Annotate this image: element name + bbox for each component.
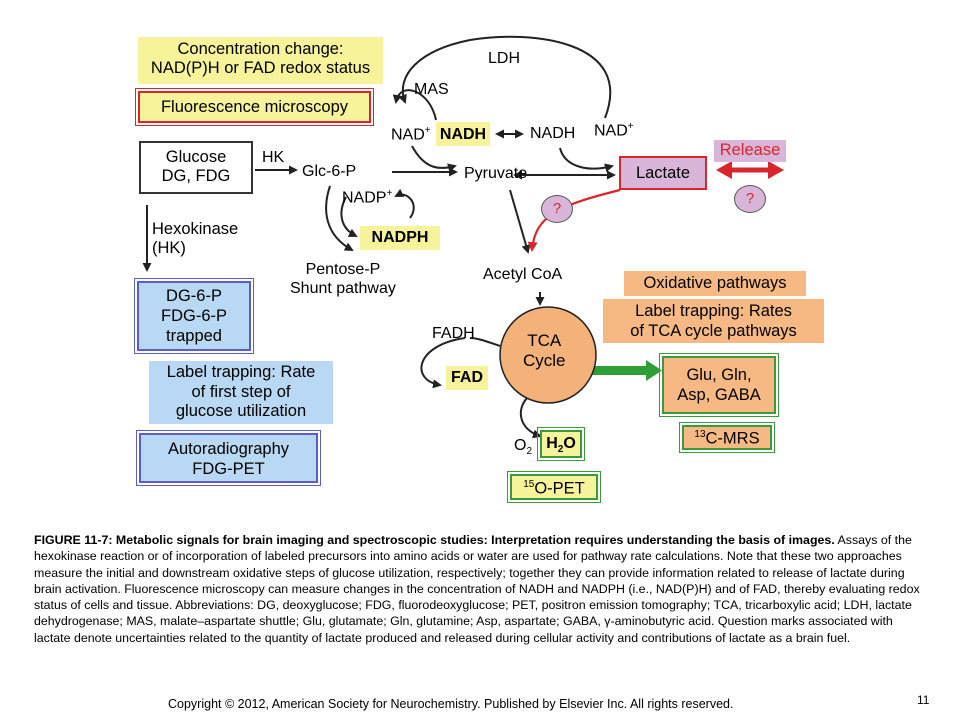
mas-label: MAS (414, 81, 449, 98)
fad-box: FAD (446, 366, 488, 390)
label-trapping-tca-box: Label trapping: Rates of TCA cycle pathw… (603, 299, 824, 343)
o2-label: O2 (514, 437, 533, 458)
nadp-to-nadph-arrow (340, 196, 358, 237)
nadh-right-curl (559, 147, 614, 173)
nadp-plus-label: NADP+ (342, 188, 393, 207)
pentose-shunt-label: Pentose-P Shunt pathway (290, 261, 396, 297)
glc6p-label: Glc-6-P (302, 163, 357, 180)
dg6p-trapped-box: DG-6-P FDG-6-P trapped (134, 278, 254, 354)
c13-mrs-box: 13C-MRS (679, 422, 775, 453)
caption-body: Assays of the hexokinase reaction or of … (34, 533, 920, 645)
nadph-curl-arrow (394, 188, 415, 219)
glu-gln-box: Glu, Gln, Asp, GABA (659, 353, 779, 417)
fluorescence-microscopy-box: Fluorescence microscopy (135, 88, 374, 126)
pyruvate-label: Pyruvate (464, 165, 528, 182)
h2o-box: H2O (537, 427, 585, 461)
nadh-right-label: NADH (530, 125, 576, 142)
o15-pet-box: 15O-PET (507, 471, 601, 503)
acetyl-coa-label: Acetyl CoA (483, 266, 563, 283)
tca-circle (499, 306, 597, 404)
nadph-box: NADPH (360, 226, 440, 250)
release-double-arrow (716, 161, 784, 179)
pentose-arrow (325, 185, 354, 251)
ldh-label: LDH (488, 50, 521, 67)
fadh-fad-arrow (420, 337, 466, 389)
question-circle-pyruvate: ? (541, 195, 573, 223)
glucose-box: Glucose DG, FDG (139, 141, 253, 194)
tca-h2o-arrow (519, 396, 542, 439)
nad-left-curl (411, 145, 457, 173)
nadh-box: NADH (436, 122, 490, 146)
hk-label: HK (262, 149, 285, 166)
autoradiography-box: Autoradiography FDG-PET (136, 430, 321, 486)
pyruvate-acetylcoa-arrow (509, 189, 531, 254)
nad-plus-left-label: NAD+ (391, 125, 431, 144)
tca-cycle-label: TCA Cycle (523, 331, 566, 370)
figure-caption: FIGURE 11-7: Metabolic signals for brain… (34, 532, 929, 646)
concentration-change-box: Concentration change: NAD(P)H or FAD red… (138, 37, 383, 84)
ldh-arc-arrow (398, 35, 612, 119)
tca-green-arrow (572, 360, 662, 381)
lactate-box: Lactate (619, 156, 707, 190)
fadh-label: FADH (432, 325, 475, 342)
caption-title: FIGURE 11-7: Metabolic signals for brain… (34, 533, 835, 547)
hexokinase-label: Hexokinase (HK) (152, 220, 239, 257)
question-circle-release: ? (734, 185, 766, 213)
page-number: 11 (917, 693, 930, 707)
label-trapping-rate-box: Label trapping: Rate of first step of gl… (149, 361, 333, 424)
copyright-footer: Copyright © 2012, American Society for N… (168, 697, 734, 711)
nad-plus-right-label: NAD+ (594, 121, 634, 140)
mas-arc-arrow (392, 89, 437, 121)
fadh-stub (469, 337, 501, 347)
release-box: Release (714, 140, 786, 162)
oxidative-pathways-box: Oxidative pathways (624, 271, 806, 296)
